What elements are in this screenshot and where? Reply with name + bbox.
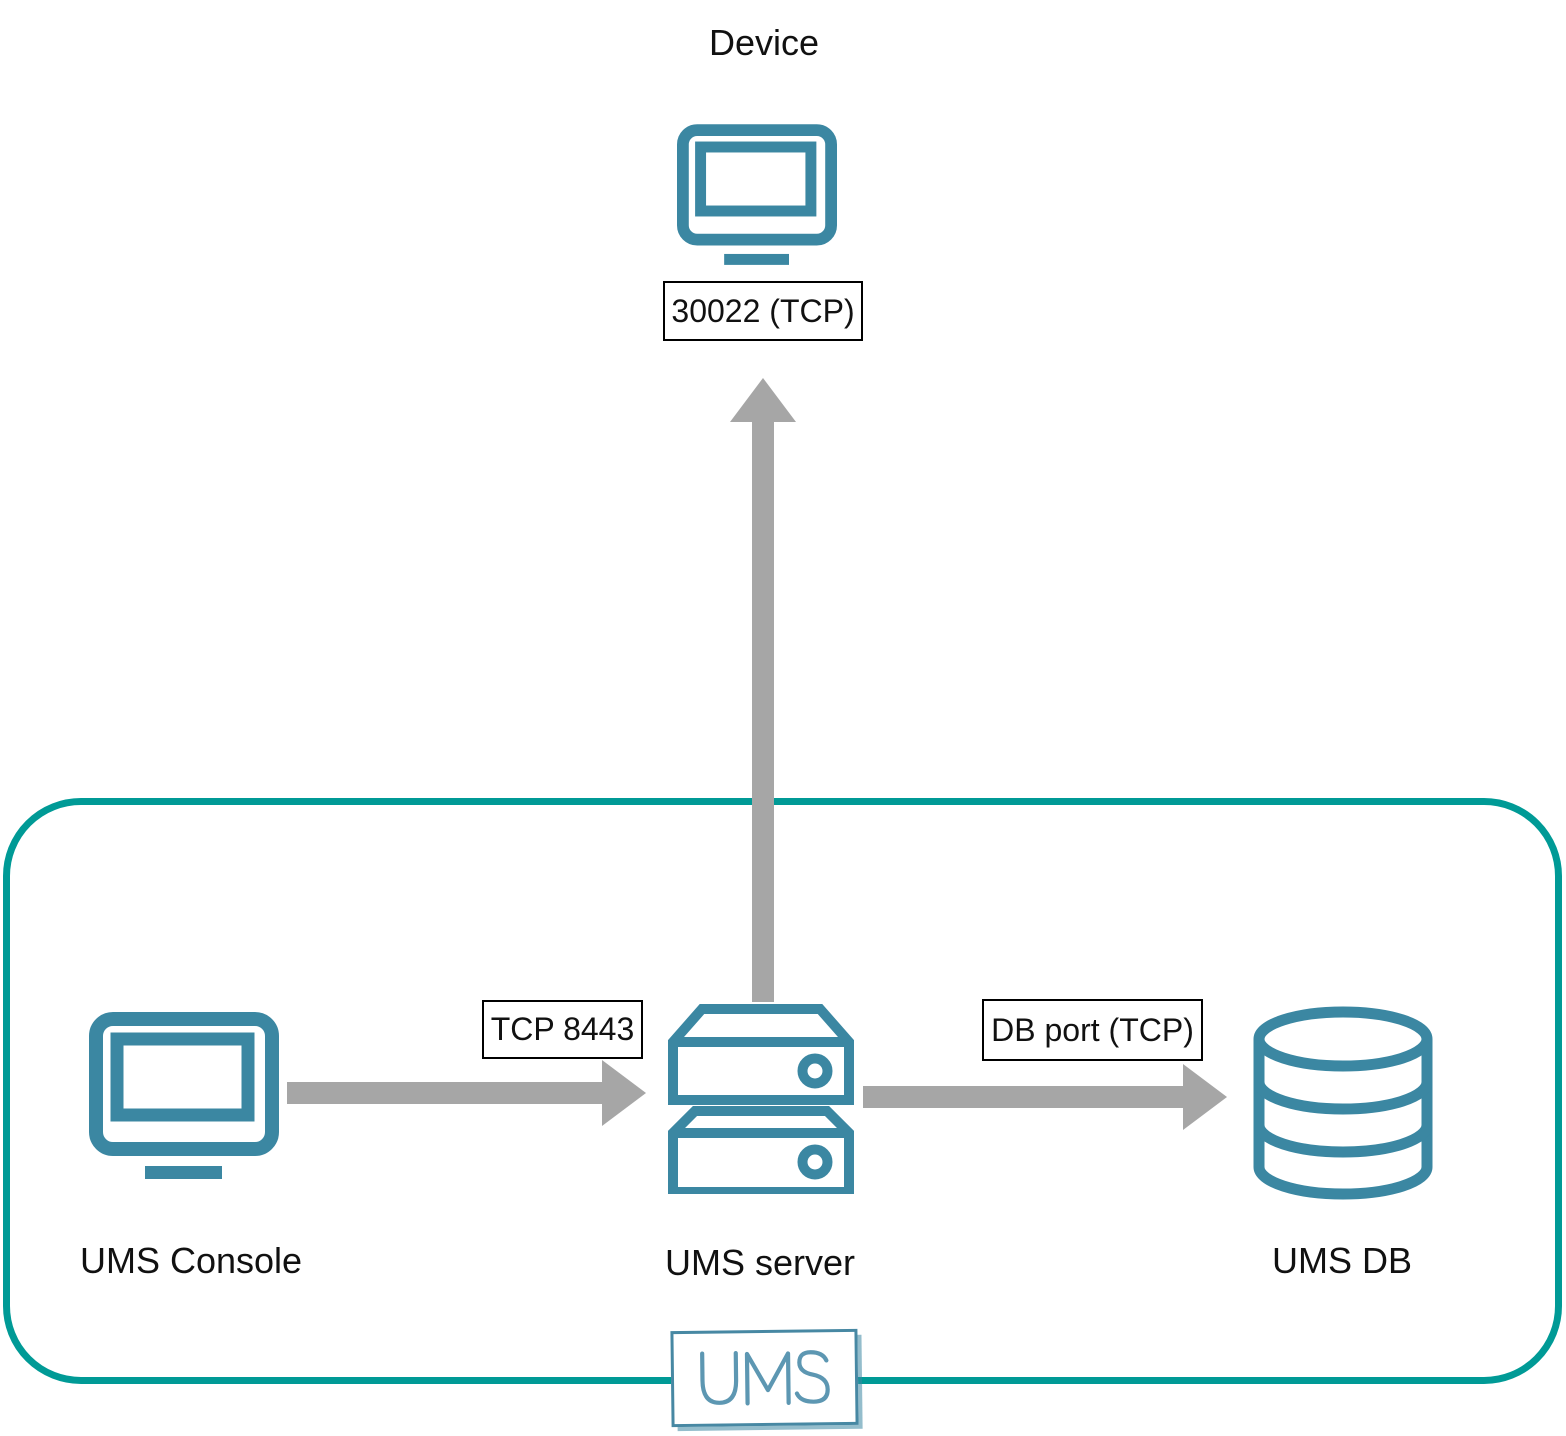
ums-server-icon bbox=[668, 1004, 854, 1194]
arrow-up-shaft bbox=[752, 420, 774, 1002]
ums-db-database-icon bbox=[1253, 1006, 1433, 1200]
db-port-box: DB port (TCP) bbox=[982, 999, 1203, 1061]
ums-db-label: UMS DB bbox=[1271, 1240, 1412, 1281]
device-port-box: 30022 (TCP) bbox=[663, 281, 863, 341]
ums-console-monitor-icon bbox=[89, 1012, 279, 1179]
ums-console-label: UMS Console bbox=[79, 1240, 303, 1281]
ums-server-label: UMS server bbox=[664, 1242, 856, 1283]
ums-logo-box: UMS bbox=[670, 1328, 859, 1428]
tcp-8443-port-box: TCP 8443 bbox=[482, 1000, 643, 1059]
arrow-right-shaft bbox=[287, 1082, 603, 1104]
arrow-up-head bbox=[730, 378, 796, 422]
arrow-right-head bbox=[1183, 1064, 1227, 1130]
arrow-right-shaft bbox=[863, 1086, 1183, 1108]
device-label: Device bbox=[708, 22, 820, 63]
ums-logo-icon bbox=[699, 1350, 830, 1406]
device-monitor-icon bbox=[677, 124, 837, 265]
arrow-right-head bbox=[602, 1060, 646, 1126]
